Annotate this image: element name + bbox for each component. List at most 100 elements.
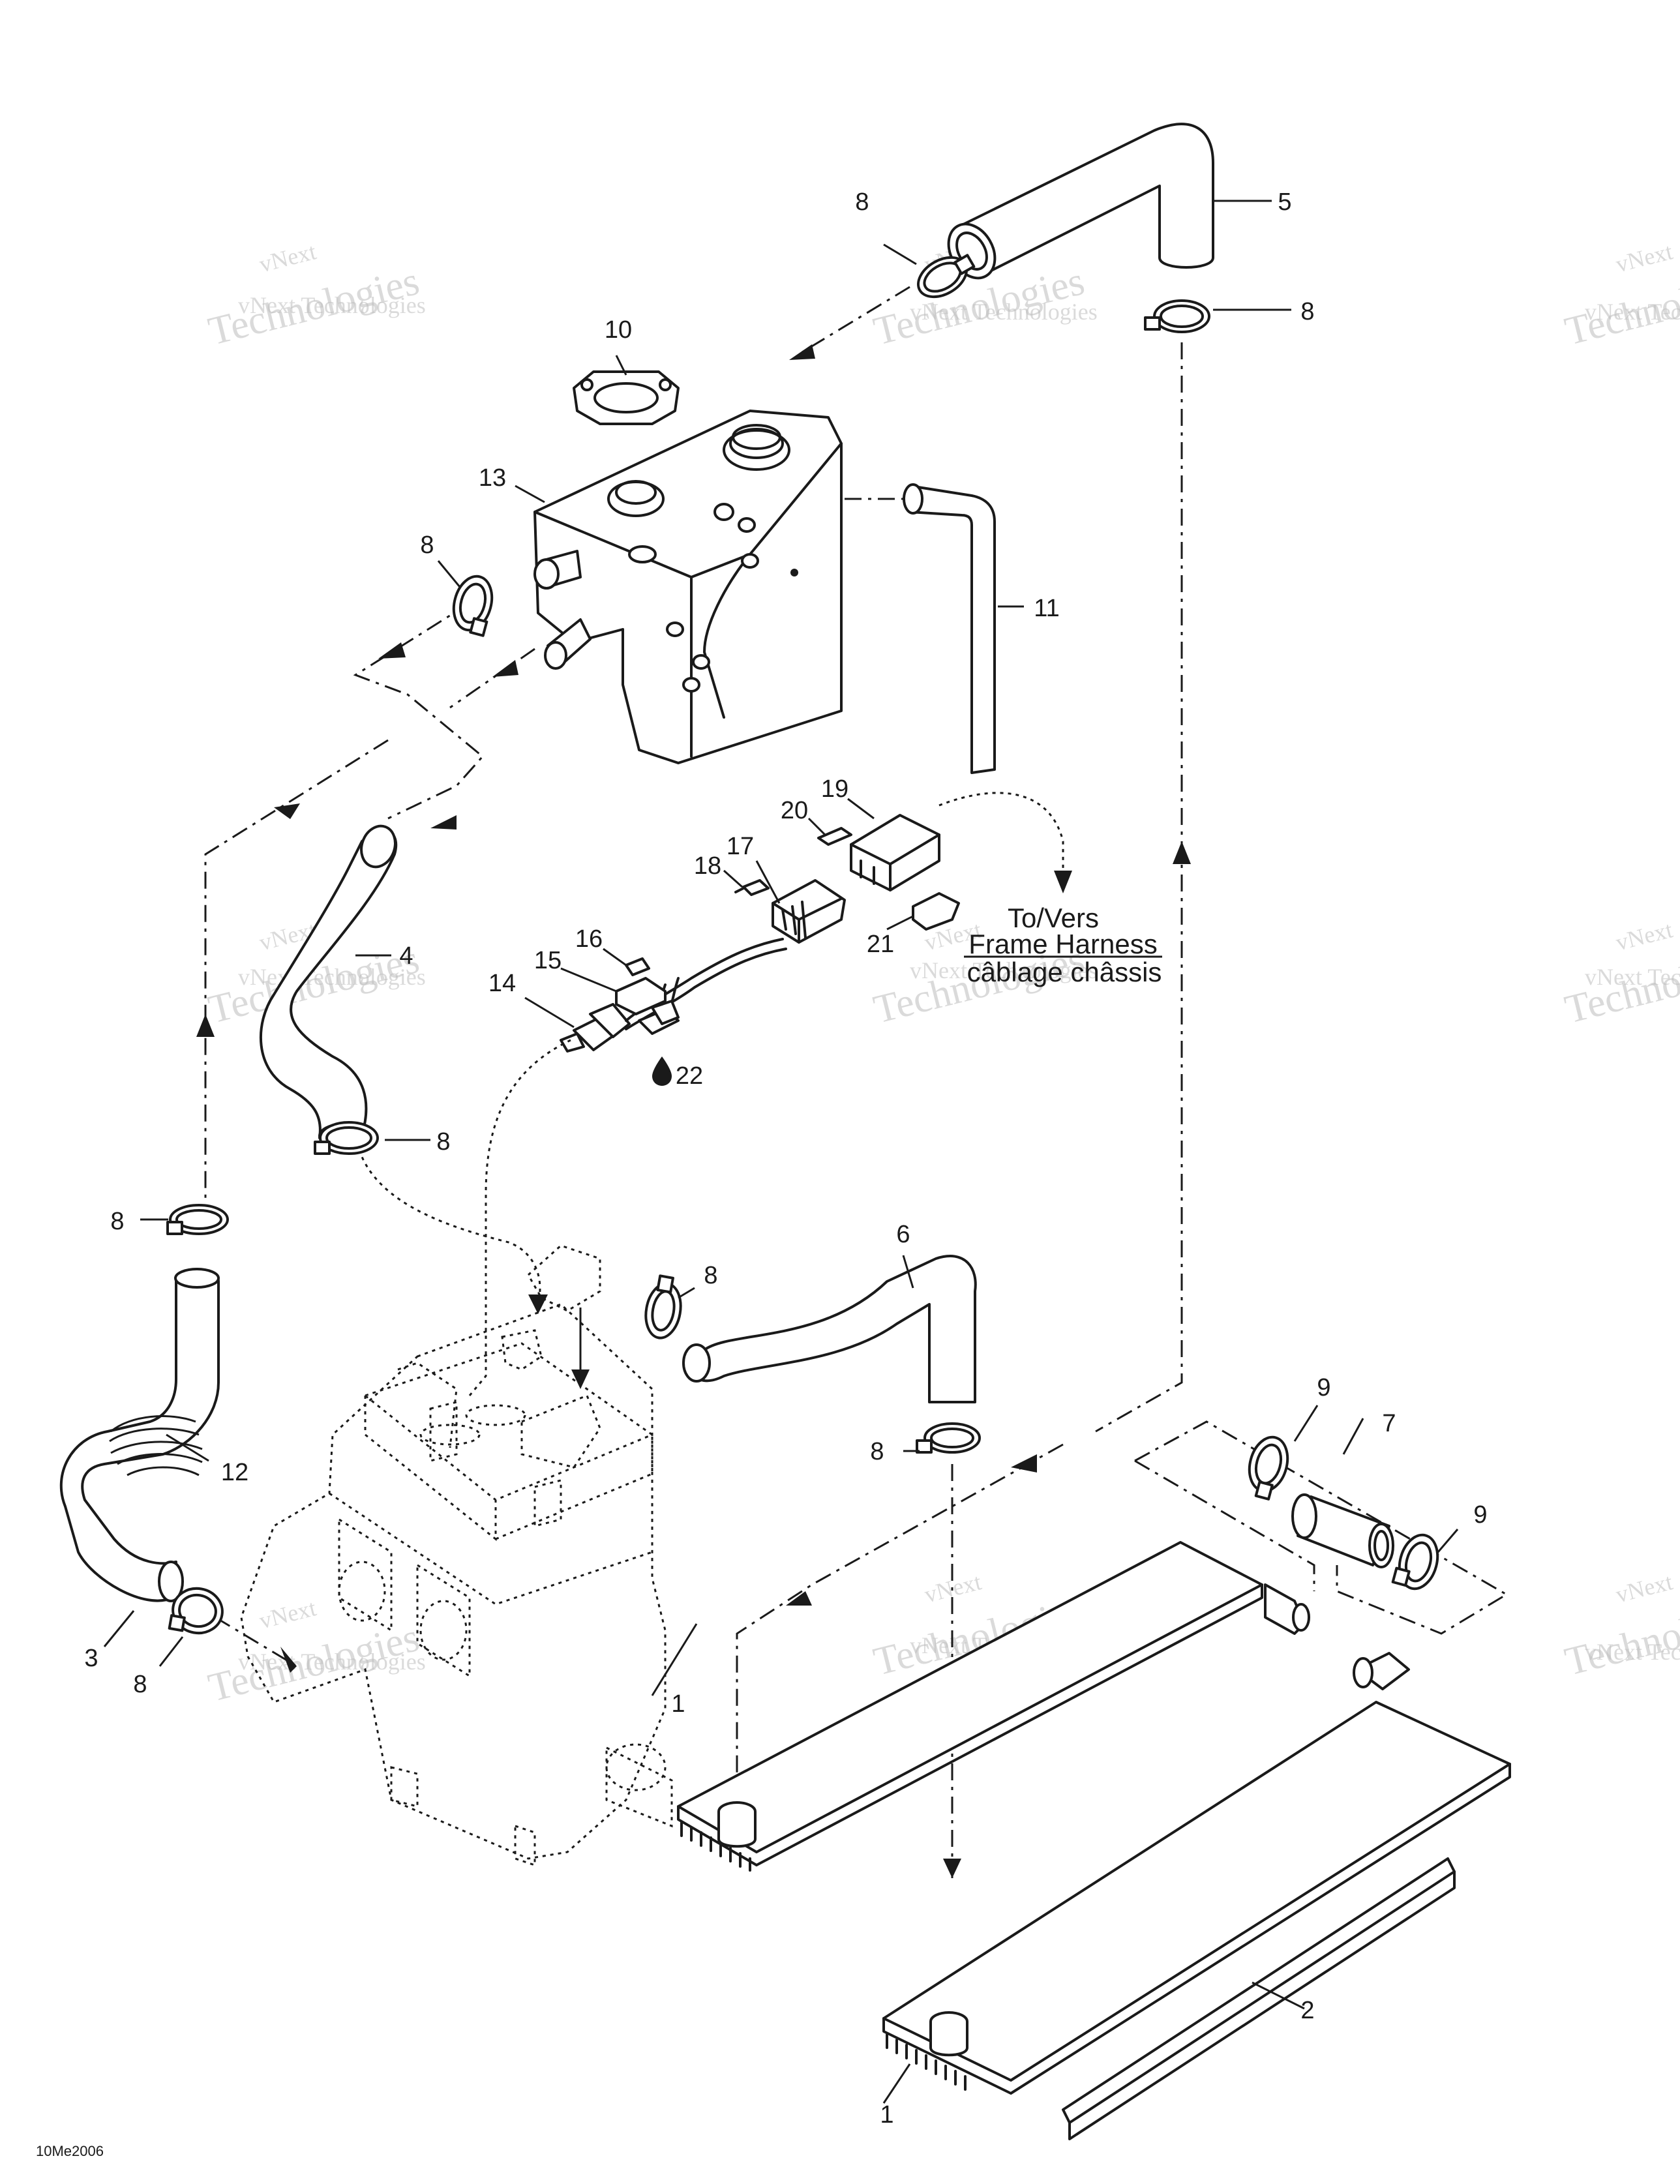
connector-housing-part-19 [850, 814, 940, 891]
terminal-part-20 [817, 827, 852, 846]
coolant-tank-part-13 [533, 410, 843, 764]
sealant-icon-part-22 [652, 1056, 672, 1086]
flow-line [215, 1616, 297, 1668]
upper-hose-part-5 [947, 123, 1214, 280]
engine-cylinder [338, 1518, 393, 1632]
flow-arrow [571, 1369, 590, 1389]
flow-arrows [196, 344, 1191, 1878]
leader-line [1252, 1981, 1305, 2010]
clamp-icon [644, 1274, 682, 1339]
hose-body [961, 123, 1214, 278]
callout-9-left: 9 [1317, 1374, 1330, 1401]
harness-note-line-1: To/Vers [1008, 903, 1099, 933]
flow-arrow [1173, 841, 1191, 864]
callout-labels: 1 1 2 3 4 5 6 7 8 8 8 8 8 8 8 8 9 9 10 1… [84, 188, 1487, 2129]
callout-19: 19 [821, 775, 848, 803]
callout-6: 6 [896, 1221, 910, 1248]
callout-14: 14 [488, 970, 516, 997]
callout-13: 13 [479, 464, 506, 492]
tank-boss [666, 621, 684, 637]
engine-fitting [533, 1479, 562, 1527]
cap-tab [580, 378, 593, 391]
callout-8-left: 8 [110, 1208, 124, 1235]
callout-15: 15 [534, 947, 562, 974]
watermark-text: vNext Technologies [910, 957, 1098, 983]
support-bar-part-2 [1062, 1857, 1456, 2140]
tank-outlet-end [533, 558, 560, 590]
leader-line [807, 817, 826, 836]
leader-line [615, 355, 627, 376]
leader-line [755, 860, 781, 904]
clamp-icon [168, 1587, 224, 1635]
callout-3: 3 [84, 1645, 98, 1672]
tank-boss [741, 553, 759, 569]
support-bar-edge [1068, 1870, 1456, 2140]
flow-line [802, 286, 910, 353]
radiator-fins [680, 1821, 751, 1872]
radiator-fins [886, 2033, 967, 2091]
watermark-text: vNext [1613, 916, 1675, 955]
engine-head [364, 1396, 653, 1542]
engine-cylinder [329, 1492, 653, 1606]
clamp-icon [166, 1204, 229, 1235]
hose-end [682, 1343, 711, 1383]
connector-part-15 [615, 977, 680, 1035]
watermark-layer: vNext Technologies vNext Technologies vN… [204, 238, 1680, 1710]
callout-8-hose6: 8 [704, 1262, 717, 1289]
hose-bellows-part-12 [109, 1415, 203, 1476]
harness-note: To/Vers Frame Harness câblage châssis [967, 903, 1162, 987]
flow-arrow [378, 642, 406, 659]
leader-line [166, 1433, 209, 1462]
clamp-icon [917, 254, 976, 299]
leader-line [103, 1610, 135, 1647]
flow-arrow [274, 803, 300, 819]
connector-grooves [781, 901, 807, 939]
clamp-icon [1144, 299, 1210, 333]
radiator-fitting-end [1292, 1603, 1310, 1632]
flow-line [736, 1443, 1064, 1800]
bellows-rib [110, 1415, 196, 1433]
radiator-plate-edge [882, 1763, 1511, 2095]
watermark-text: vNext Technologies [1585, 964, 1680, 990]
hose-part-6 [682, 1255, 977, 1403]
tube-end [1368, 1523, 1394, 1568]
engine-mount [514, 1824, 536, 1867]
filler-neck-thread [732, 424, 781, 450]
engine [240, 1244, 673, 1867]
clamp-icon [1248, 1435, 1289, 1501]
filler-neck-thread [729, 428, 784, 459]
terminal-part-16 [625, 957, 650, 976]
harness-note-line-2: Frame Harness [968, 929, 1157, 959]
callout-22: 22 [676, 1062, 703, 1090]
callout-1-lower: 1 [880, 2101, 893, 2129]
callout-8-hose4: 8 [436, 1128, 450, 1156]
terminal-body [817, 827, 852, 846]
harness-route-line [938, 792, 1064, 893]
hose-end [360, 824, 397, 869]
clamp-icon [916, 1422, 981, 1454]
temperature-sensor-part-14 [560, 1003, 631, 1053]
callout-8-right: 8 [1300, 298, 1314, 325]
watermark-text: vNext Technologies [238, 964, 426, 990]
connector-housing-part-17 [772, 879, 846, 944]
connector-body [850, 814, 940, 891]
flow-arrow [1054, 871, 1072, 893]
tank-edge [703, 553, 751, 719]
drawing-code: 10Me2006 [36, 2143, 104, 2159]
engine-mount [390, 1766, 419, 1808]
leader-line [1342, 1418, 1364, 1455]
hose-body [690, 1255, 977, 1403]
callout-8-bottom: 8 [133, 1671, 147, 1698]
engine-cylinder [416, 1563, 471, 1678]
watermark-text: vNext [1613, 238, 1675, 277]
hose-end [174, 1268, 220, 1289]
leader-line [678, 1287, 695, 1299]
callout-20: 20 [781, 797, 808, 824]
engine-port [338, 1561, 386, 1622]
callout-11: 11 [1034, 595, 1059, 622]
thermostat-housing [527, 1244, 601, 1312]
watermark: vNext Technologies [1561, 916, 1680, 1032]
callout-21: 21 [867, 931, 894, 958]
engine-fitting [429, 1401, 458, 1462]
callout-4: 4 [399, 942, 413, 970]
